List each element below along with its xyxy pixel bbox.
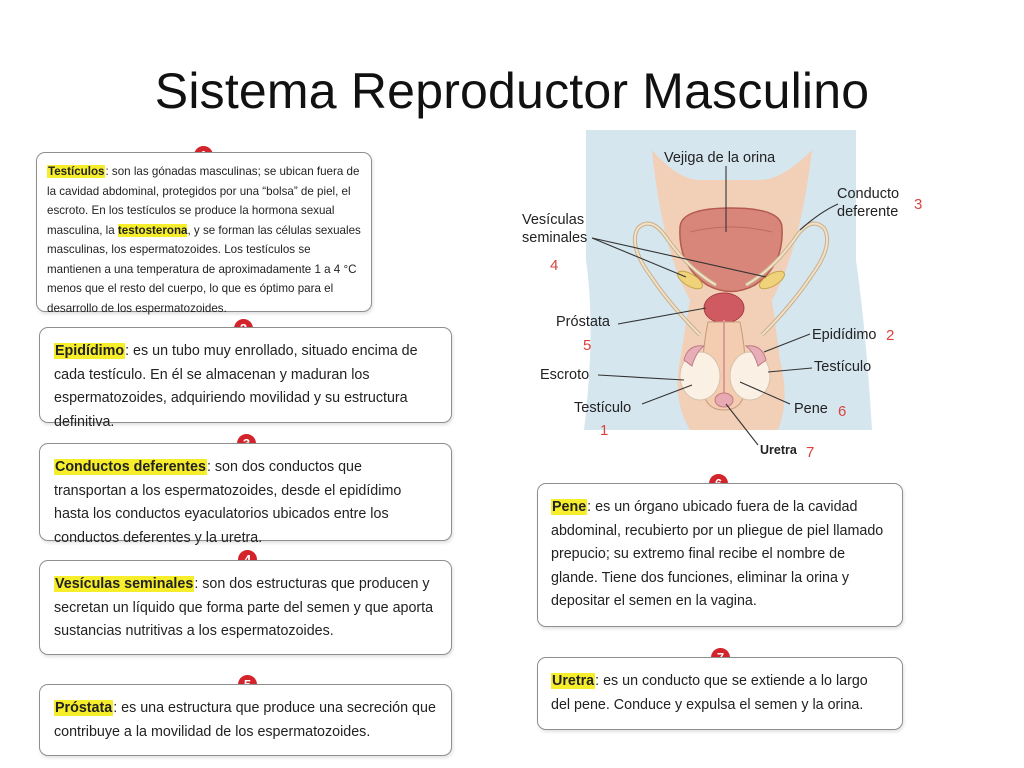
- term-prostata: Próstata: [54, 700, 114, 716]
- label-pene: Pene: [794, 401, 828, 417]
- epididymis-left: [683, 345, 706, 367]
- label-conducto-2: deferente: [837, 204, 899, 220]
- label-vesiculas-1: Vesículas: [522, 212, 585, 228]
- term-testosterona: testosterona: [117, 223, 188, 237]
- term-testiculos: Testículos: [47, 165, 106, 178]
- leader-vesiculas-1: [591, 237, 687, 278]
- glans-shape: [714, 392, 734, 408]
- seminal-vesicle-right: [759, 270, 785, 290]
- info-box-pene: Pene: es un órgano ubicado fuera de la c…: [537, 483, 903, 627]
- definition-testiculos-b: , y se forman las células sexuales mascu…: [47, 223, 361, 315]
- term-pene: Pene: [551, 499, 588, 515]
- info-box-vesiculas-seminales: Vesículas seminales: son dos estructuras…: [39, 560, 452, 655]
- leader-conducto: [799, 203, 839, 231]
- info-box-epididimo: Epidídimo: es un tubo muy enrollado, sit…: [39, 327, 452, 430]
- term-conductos-deferentes: Conductos deferentes: [54, 459, 207, 475]
- leader-uretra: [725, 403, 759, 446]
- info-box-conductos-deferentes: Conductos deferentes: son dos conductos …: [39, 443, 452, 546]
- leader-testiculo-left: [641, 384, 693, 405]
- definition-vesiculas-seminales: : son dos estructuras que producen y sec…: [54, 576, 434, 639]
- definition-testiculos-a: : son las gónadas masculinas; se ubican …: [47, 165, 360, 237]
- info-box-prostata: Próstata: es una estructura que produce …: [39, 684, 452, 756]
- number-label-uretra: 7: [806, 444, 815, 461]
- number-label-epididimo: 2: [886, 327, 895, 344]
- leader-testiculo-right: [767, 367, 813, 373]
- label-vejiga: Vejiga de la orina: [664, 150, 776, 166]
- label-testiculo-left: Testículo: [574, 400, 632, 416]
- term-epididimo: Epidídimo: [54, 343, 126, 359]
- definition-uretra: : es un conducto que se extiende a lo la…: [551, 673, 868, 713]
- page-title: Sistema Reproductor Masculino: [154, 63, 870, 119]
- info-box-uretra: Uretra: es un conducto que se extiende a…: [537, 657, 903, 730]
- term-vesiculas-seminales: Vesículas seminales: [54, 576, 195, 592]
- number-label-pene: 6: [838, 403, 847, 420]
- label-testiculo-right: Testículo: [814, 359, 872, 375]
- label-vesiculas-2: seminales: [522, 230, 588, 246]
- number-label-conducto: 3: [914, 196, 923, 213]
- epididymis-right: [744, 345, 767, 367]
- leader-epididimo: [763, 333, 811, 353]
- number-label-vesiculas: 4: [550, 257, 559, 274]
- number-label-testiculo: 1: [600, 422, 609, 439]
- label-epididimo: Epidídimo: [812, 327, 877, 343]
- definition-epididimo: : es un tubo muy enrollado, situado enci…: [54, 343, 418, 430]
- leader-pene: [739, 381, 791, 405]
- label-conducto-1: Conducto: [837, 186, 900, 202]
- label-prostata: Próstata: [556, 314, 610, 330]
- number-label-prostata: 5: [583, 337, 592, 354]
- leader-prostata: [617, 307, 707, 325]
- leader-escroto: [597, 374, 685, 381]
- definition-conductos-deferentes: : son dos conductos que transportan a lo…: [54, 459, 402, 546]
- leader-vesiculas-2: [591, 237, 767, 278]
- info-box-testiculos: Testículos: son las gónadas masculinas; …: [36, 152, 372, 315]
- prostate-shape: [703, 292, 745, 324]
- term-uretra: Uretra: [551, 673, 596, 689]
- label-uretra: Uretra: [760, 443, 797, 457]
- label-escroto: Escroto: [540, 367, 590, 383]
- definition-prostata: : es una estructura que produce una secr…: [54, 700, 436, 740]
- definition-pene: : es un órgano ubicado fuera de la cavid…: [551, 499, 884, 609]
